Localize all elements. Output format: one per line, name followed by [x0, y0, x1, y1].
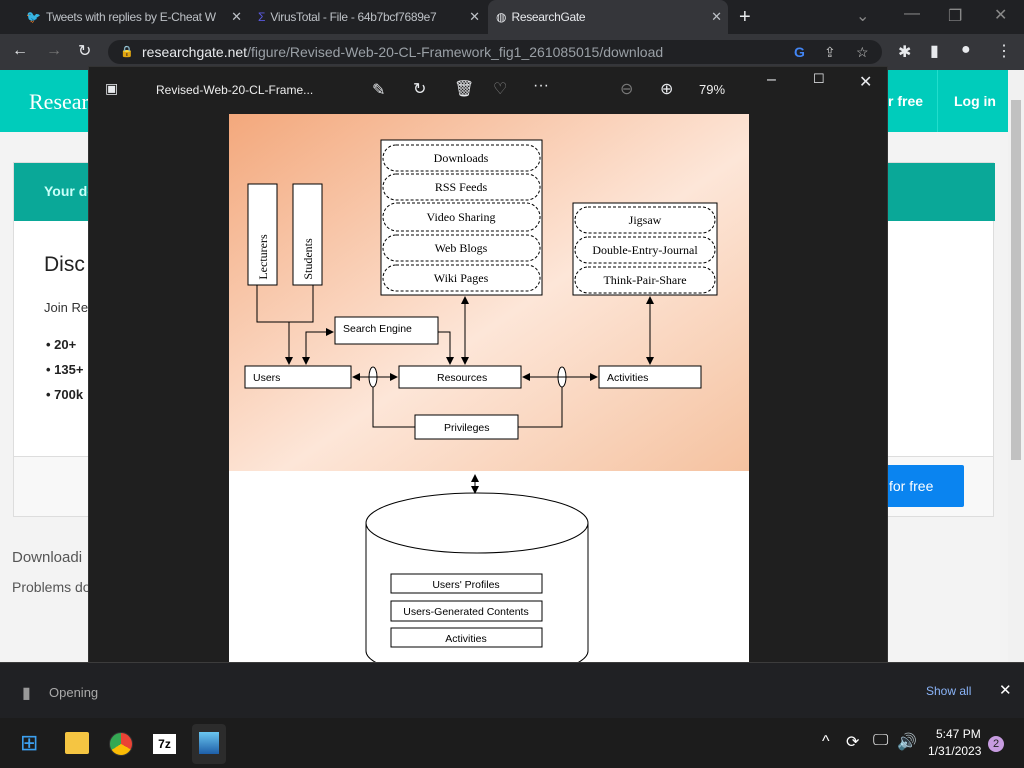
chrome-icon[interactable] — [109, 732, 133, 756]
clock-date[interactable]: 1/31/2023 — [928, 744, 982, 758]
join-for-free-button[interactable]: for free — [874, 465, 964, 507]
close-window-button[interactable]: ✕ — [994, 7, 1008, 24]
reload-icon[interactable]: ↻ — [78, 43, 92, 60]
globe-icon: ◍ — [496, 10, 507, 24]
volume-icon[interactable]: 🔊 — [897, 734, 917, 751]
figure-image: Lecturers Students Downloads RSS Feeds V… — [229, 114, 749, 698]
viewer-maximize-button[interactable]: ☐ — [813, 71, 825, 86]
page-scrollbar[interactable] — [1008, 70, 1024, 662]
lock-icon: 🔒 — [120, 46, 134, 58]
back-icon[interactable]: ← — [12, 42, 28, 59]
photos-icon — [199, 732, 219, 754]
svg-text:Wiki Pages: Wiki Pages — [434, 271, 489, 285]
share-icon[interactable]: ⇪ — [824, 44, 836, 60]
download-shelf: ▮ Opening Show all ✕ — [0, 662, 1024, 718]
photos-viewer-window: ▣ Revised-Web-20-CL-Frame... ✎ ↻ 🗑 ♡ ···… — [88, 66, 889, 698]
sync-icon[interactable]: ⟳ — [846, 734, 860, 751]
zoom-level: 79% — [699, 82, 726, 97]
login-link[interactable]: Log in — [954, 93, 996, 109]
address-bar[interactable]: 🔒researchgate.net/figure/Revised-Web-20-… — [108, 40, 882, 64]
restore-button[interactable]: ❐ — [948, 8, 963, 25]
extensions-icon[interactable]: ✱ — [898, 44, 912, 61]
file-explorer-icon[interactable] — [65, 732, 89, 754]
rotate-icon[interactable]: ↻ — [413, 81, 427, 98]
download-item[interactable]: Opening — [49, 685, 99, 700]
students-box — [292, 183, 323, 286]
bookmark-star-icon[interactable]: ☆ — [856, 44, 869, 60]
close-tab-icon[interactable]: ✕ — [469, 9, 480, 24]
svg-text:Users' Profiles: Users' Profiles — [432, 579, 499, 591]
viewer-close-button[interactable]: ✕ — [859, 74, 873, 91]
search-engine-box — [334, 316, 439, 345]
tab-search-icon[interactable]: ⌄ — [856, 8, 870, 25]
svg-text:Resources: Resources — [437, 372, 487, 384]
svg-text:Users: Users — [253, 372, 280, 384]
close-tab-icon[interactable]: ✕ — [711, 9, 722, 24]
privileges-box — [414, 414, 519, 440]
file-icon: ▮ — [22, 685, 31, 702]
viewer-toolbar: ▣ Revised-Web-20-CL-Frame... ✎ ↻ 🗑 ♡ ···… — [89, 67, 889, 113]
edit-icon[interactable]: ✎ — [372, 82, 386, 99]
profile-icon[interactable]: ● — [961, 41, 971, 58]
start-icon[interactable]: ⊞ — [20, 730, 39, 755]
svg-text:Video Sharing: Video Sharing — [427, 210, 496, 224]
viewer-minimize-button[interactable]: – — [767, 71, 776, 88]
svg-text:RSS Feeds: RSS Feeds — [435, 180, 488, 194]
join-free-link[interactable]: r free — [888, 93, 924, 109]
chevron-up-icon[interactable]: ^ — [822, 733, 830, 750]
notification-badge[interactable]: 2 — [988, 736, 1004, 752]
svg-text:Search Engine: Search Engine — [343, 323, 412, 335]
clock-time[interactable]: 5:47 PM — [936, 727, 981, 741]
show-all-link[interactable]: Show all — [926, 684, 972, 698]
framework-diagram: Lecturers Students Downloads RSS Feeds V… — [229, 114, 749, 680]
virustotal-icon: Σ — [258, 10, 266, 24]
users-box — [244, 365, 352, 389]
svg-text:Double-Entry-Journal: Double-Entry-Journal — [592, 243, 698, 257]
minimize-button[interactable]: — — [904, 5, 920, 22]
zoom-in-icon[interactable]: ⊕ — [660, 81, 674, 98]
menu-icon[interactable]: ⋮ — [996, 43, 1012, 60]
forward-icon[interactable]: → — [46, 42, 62, 59]
logo: Resear — [29, 89, 89, 114]
activities-box — [598, 365, 702, 389]
tab-twitter[interactable]: 🐦Tweets with replies by E-Cheat W✕ — [26, 9, 242, 24]
svg-text:Lecturers: Lecturers — [256, 234, 270, 280]
svg-text:Students: Students — [301, 238, 315, 280]
taskbar: ⊞ 7z ^ ⟳ 🖵 🔊 5:47 PM 1/31/2023 2 — [0, 718, 1024, 768]
network-icon[interactable]: 🖵 — [873, 732, 889, 749]
favorite-heart-icon[interactable]: ♡ — [493, 81, 508, 98]
twitter-icon: 🐦 — [26, 10, 41, 24]
card-heading: Disc — [44, 253, 85, 276]
new-tab-button[interactable]: + — [739, 6, 751, 28]
sidepanel-icon[interactable]: ▮ — [930, 43, 939, 60]
file-name: Revised-Web-20-CL-Frame... — [156, 83, 314, 97]
photos-app-button[interactable] — [192, 724, 226, 764]
svg-text:Users-Generated Contents: Users-Generated Contents — [403, 606, 528, 618]
image-icon[interactable]: ▣ — [105, 80, 119, 96]
close-shelf-icon[interactable]: ✕ — [999, 682, 1012, 699]
svg-text:Downloads: Downloads — [434, 151, 489, 165]
svg-text:Web Blogs: Web Blogs — [435, 241, 488, 255]
7zip-icon[interactable]: 7z — [153, 734, 176, 754]
svg-text:Activities: Activities — [607, 372, 648, 384]
svg-text:Privileges: Privileges — [444, 422, 490, 434]
svg-text:Activities: Activities — [445, 633, 486, 645]
lecturers-box — [247, 183, 278, 286]
svg-text:Jigsaw: Jigsaw — [629, 213, 662, 227]
google-icon[interactable]: G — [794, 44, 805, 60]
tab-researchgate[interactable]: ◍ResearchGate✕ — [488, 0, 728, 34]
close-tab-icon[interactable]: ✕ — [231, 9, 242, 24]
svg-text:Think-Pair-Share: Think-Pair-Share — [603, 273, 686, 287]
delete-icon[interactable]: 🗑 — [454, 81, 475, 98]
resources-box — [398, 365, 522, 389]
zoom-out-icon[interactable]: ⊖ — [620, 81, 634, 98]
more-icon[interactable]: ··· — [533, 77, 549, 94]
